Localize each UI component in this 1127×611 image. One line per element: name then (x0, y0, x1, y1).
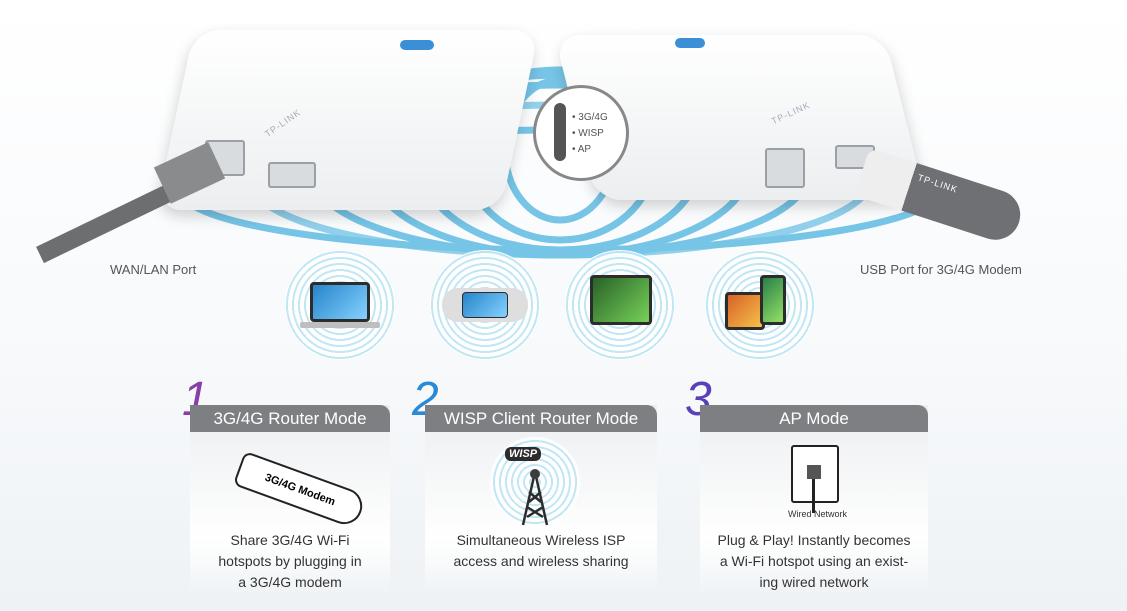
game-console-device-icon (430, 250, 540, 360)
mode-description-line: access and wireless sharing (453, 553, 629, 569)
tablet-device-icon (565, 250, 675, 360)
mode-title: WISP Client Router Mode (425, 405, 657, 432)
switch-option: • AP (572, 144, 592, 155)
switch-option: • WISP (572, 128, 604, 139)
wired-network-label: Wired Network (787, 509, 847, 519)
mode-description-line: a Wi-Fi hotspot using an exist- (719, 553, 909, 569)
mode-description-line: a 3G/4G modem (238, 574, 342, 590)
wisp-tower-icon: WISP (490, 437, 580, 527)
wall-socket-icon (791, 445, 839, 513)
ethernet-cable (36, 142, 226, 264)
mode-description-line: Plug & Play! Instantly becomes (717, 532, 911, 548)
mode-title: AP Mode (700, 405, 928, 432)
laptop-device-icon (285, 250, 395, 360)
mode-description-line: ing wired network (759, 574, 869, 590)
mode-switch-slider (554, 103, 566, 161)
wan-lan-port-label: WAN/LAN Port (110, 262, 197, 277)
mode-card-wisp: 2 WISP Client Router Mode WISP Simultane… (410, 372, 660, 602)
wan-lan-port-right (765, 148, 805, 188)
mode-description-line: Simultaneous Wireless ISP (456, 532, 626, 548)
status-led (400, 40, 434, 50)
mode-card-ap: 3 AP Mode Wired Network Plug & Play! Ins… (685, 372, 930, 602)
smartphone-device-icon (705, 250, 815, 360)
status-led (675, 38, 705, 48)
mode-title: 3G/4G Router Mode (190, 405, 390, 432)
mode-card-3g4g: 1 3G/4G Router Mode 3G/4G Modem Share 3G… (180, 372, 390, 602)
modem-logo: TP-LINK (916, 172, 960, 195)
mode-description-line: hotspots by plugging in (218, 553, 362, 569)
switch-option: • 3G/4G (572, 112, 608, 123)
wisp-logo: WISP (505, 447, 542, 461)
usb-port-label: USB Port for 3G/4G Modem (860, 262, 1022, 277)
mode-description-line: Share 3G/4G Wi-Fi (230, 532, 350, 548)
usb-port-left (268, 162, 316, 188)
mode-switch-callout: • 3G/4G • WISP • AP (533, 85, 629, 181)
